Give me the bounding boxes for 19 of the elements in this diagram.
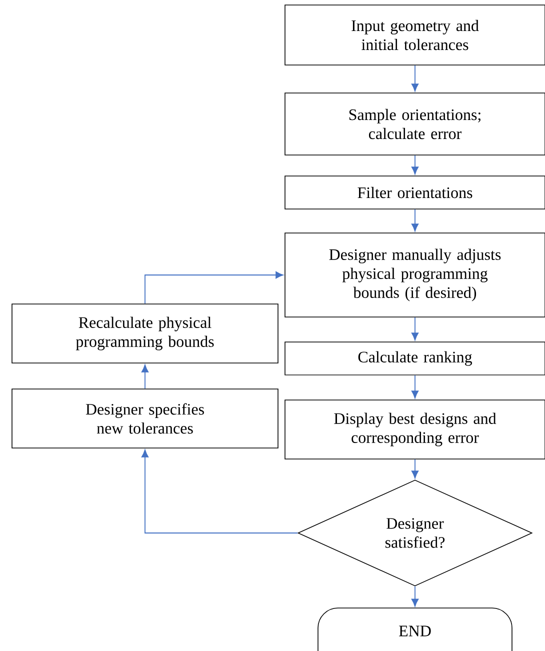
arrow [141,364,149,390]
arrow [411,374,419,398]
process-box: Recalculate physical programming bounds [12,304,278,364]
arrow [411,208,419,232]
process-box: Designer specifies new tolerances [12,388,278,448]
arrow [411,586,419,607]
arrow [411,64,419,92]
arrow [411,316,419,340]
process-box: Input geometry and initial tolerances [284,4,545,66]
arrow [411,458,419,478]
end-terminal: END [318,608,512,651]
arrow [144,271,284,304]
process-box: Filter orientations [284,176,545,210]
process-box: Sample orientations; calculate error [284,92,545,156]
process-box: Calculate ranking [284,342,545,376]
process-box: Display best designs and corresponding error [284,400,545,460]
arrow [141,450,298,534]
arrow [411,154,419,174]
process-box: Designer manually adjusts physical programming bounds (if desired) [284,232,545,318]
